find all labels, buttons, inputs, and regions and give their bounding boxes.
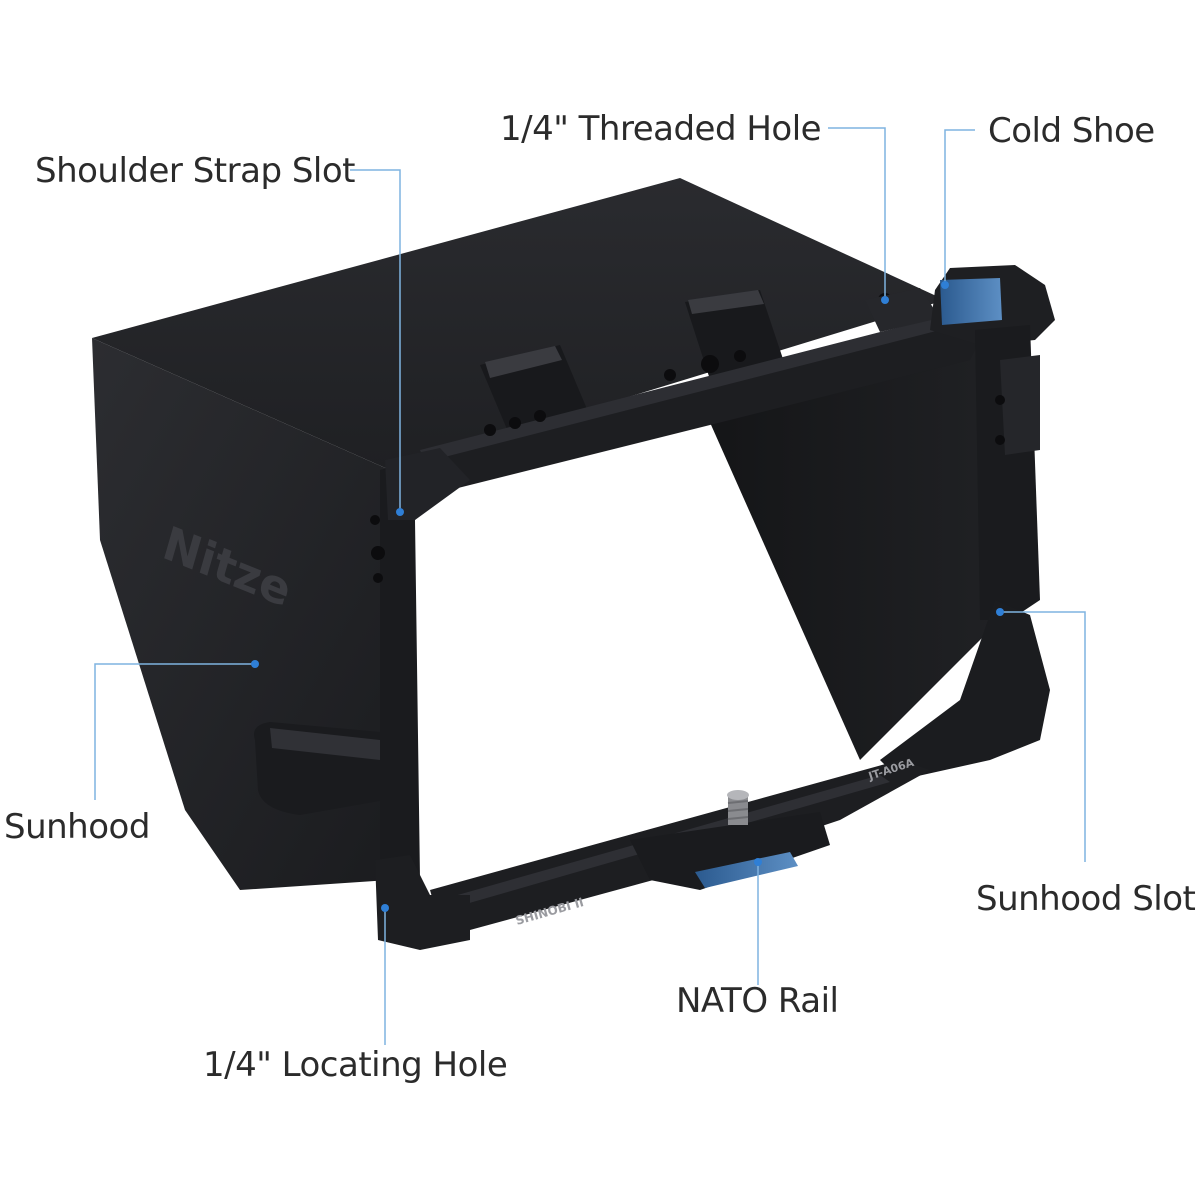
cage-right-corner [880, 600, 1050, 780]
leader-sunhood [94, 663, 255, 800]
leader-threaded-hole [828, 127, 886, 300]
hood-top-panel [92, 178, 945, 470]
label-threaded-hole: 1/4" Threaded Hole [500, 109, 822, 149]
cage-bottom-left-corner [375, 855, 470, 950]
leader-lines [94, 127, 1086, 1045]
cage-top-bar [395, 325, 980, 500]
dot-locating-hole [381, 904, 389, 912]
hood-right-panel [700, 330, 1000, 760]
dot-sunhood [251, 660, 259, 668]
label-cold-shoe: Cold Shoe [988, 111, 1155, 151]
dot-nato-rail [754, 858, 762, 866]
label-shoulder-strap-slot: Shoulder Strap Slot [35, 151, 356, 191]
label-locating-hole: 1/4" Locating Hole [203, 1045, 508, 1085]
mount-screw [727, 790, 749, 825]
leader-sunhood-slot [1000, 611, 1086, 862]
nato-rail-plate [630, 812, 830, 890]
dot-shoulder-strap [396, 508, 404, 516]
dot-threaded-hole [881, 296, 889, 304]
label-sunhood: Sunhood [4, 807, 150, 847]
dot-sunhood-slot [996, 608, 1004, 616]
leader-shoulder-strap [350, 169, 401, 512]
top-bar-holes [484, 293, 892, 436]
marker-dots [251, 281, 1004, 912]
leader-cold-shoe [944, 129, 975, 285]
cage-left-rail [380, 460, 470, 945]
label-nato-rail: NATO Rail [676, 981, 839, 1021]
cage-top-left-corner [385, 448, 470, 520]
dot-cold-shoe [941, 281, 949, 289]
label-sunhood-slot: Sunhood Slot [976, 879, 1196, 919]
